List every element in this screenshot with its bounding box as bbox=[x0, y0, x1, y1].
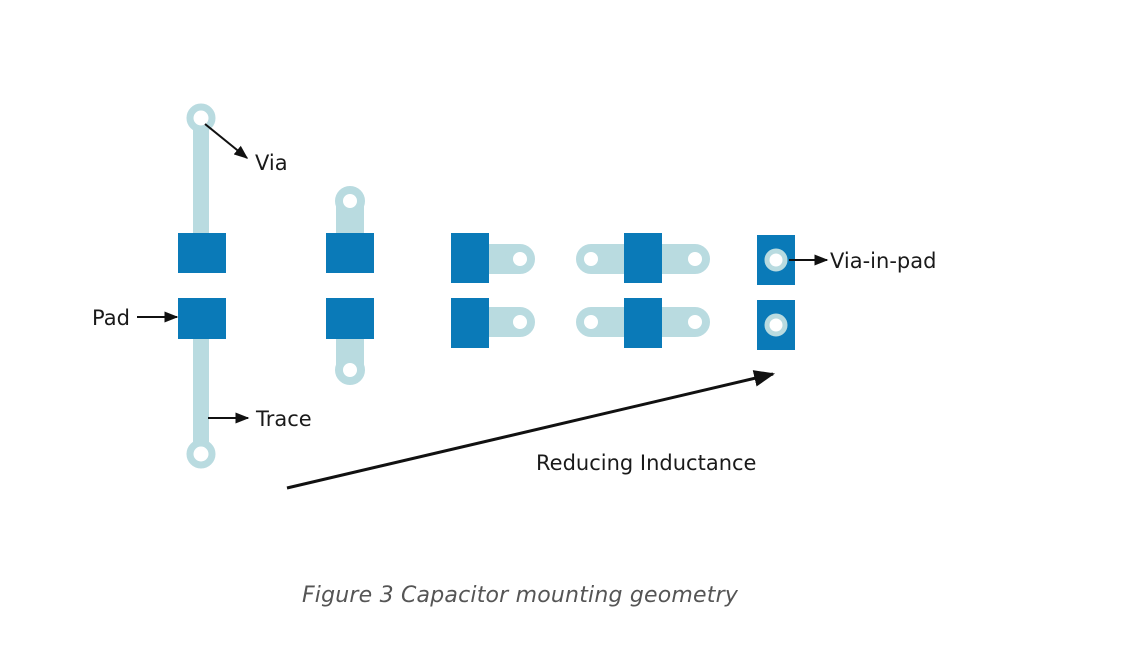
pad-label: Pad bbox=[92, 306, 130, 330]
via-icon bbox=[680, 307, 710, 337]
reducing-inductance-arrow bbox=[286, 370, 776, 490]
trace bbox=[193, 118, 209, 258]
via-label: Via bbox=[255, 151, 288, 175]
via-icon bbox=[505, 307, 535, 337]
via-icon bbox=[335, 186, 365, 216]
via-icon bbox=[764, 248, 788, 272]
geometry-short-traces bbox=[326, 186, 374, 385]
geometry-long-traces bbox=[178, 103, 226, 469]
geometry-side-vias bbox=[451, 233, 535, 348]
pad bbox=[178, 233, 226, 273]
reducing-inductance-label: Reducing Inductance bbox=[536, 451, 756, 475]
via-icon bbox=[505, 244, 535, 274]
via-icon bbox=[576, 244, 606, 274]
via-icon bbox=[576, 307, 606, 337]
pad bbox=[326, 298, 374, 339]
via-icon bbox=[186, 103, 216, 133]
pad bbox=[624, 233, 662, 283]
pad bbox=[178, 298, 226, 339]
pad bbox=[624, 298, 662, 348]
trace bbox=[193, 320, 209, 454]
via-icon bbox=[764, 313, 788, 337]
figure-caption: Figure 3 Capacitor mounting geometry bbox=[301, 583, 739, 608]
via-icon bbox=[335, 355, 365, 385]
via-icon bbox=[186, 439, 216, 469]
geometry-dual-side-vias bbox=[576, 233, 710, 348]
via-arrow bbox=[204, 123, 249, 159]
trace-label: Trace bbox=[255, 407, 312, 431]
pad bbox=[451, 233, 489, 283]
pad bbox=[451, 298, 489, 348]
via-icon bbox=[680, 244, 710, 274]
pad bbox=[326, 233, 374, 273]
via-in-pad-label: Via-in-pad bbox=[830, 249, 936, 273]
geometry-via-in-pad bbox=[757, 235, 795, 350]
